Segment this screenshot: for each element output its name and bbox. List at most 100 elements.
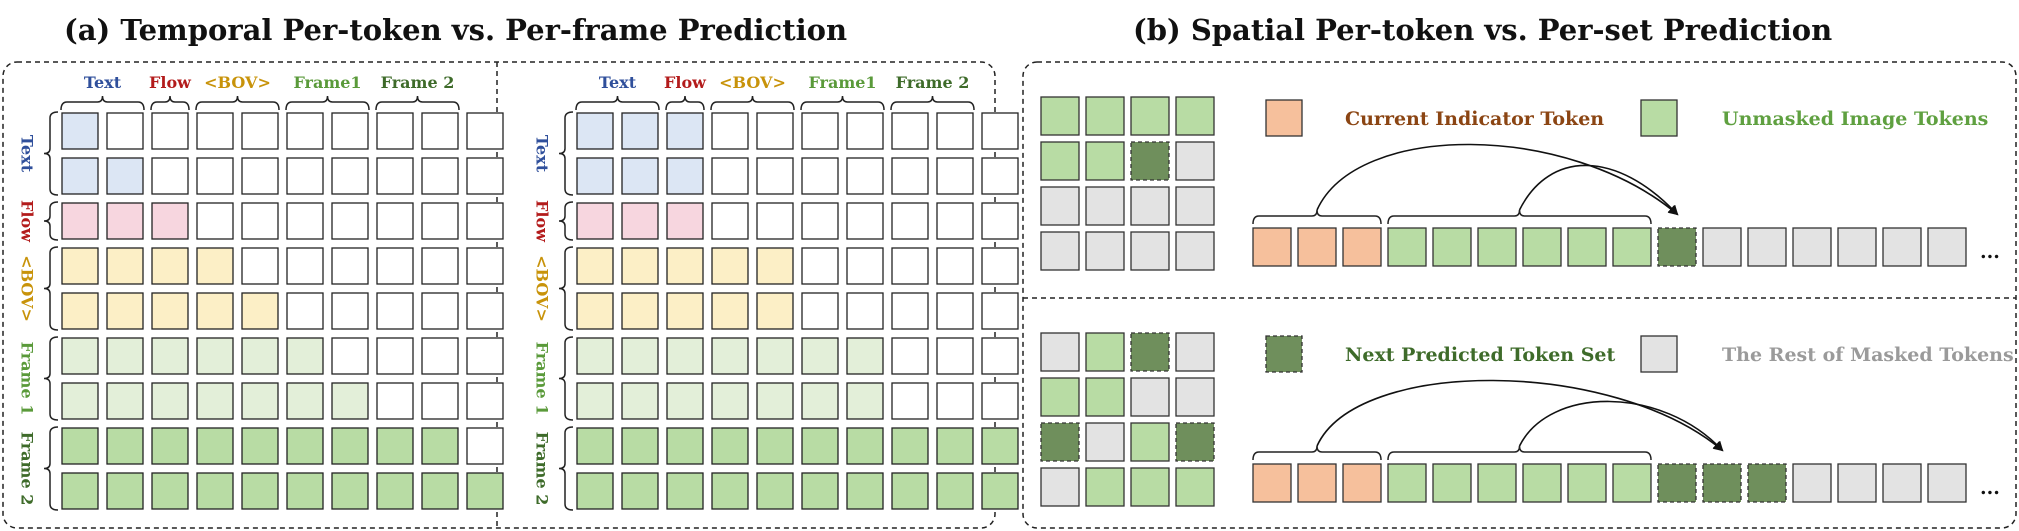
- per-frame-cell-empty: [981, 382, 1019, 420]
- per-token-cell-frame2: [286, 427, 324, 465]
- per-token-row-label: Frame 1: [18, 342, 37, 416]
- panel-b-title: (b) Spatial Per-token vs. Per-set Predic…: [1133, 13, 1832, 47]
- per-token-cell-empty: [466, 427, 504, 465]
- per-token-seq-token-indicator: [1297, 227, 1337, 267]
- per-set-legend-swatch-predicted: [1265, 335, 1303, 373]
- per-token-dependency-arrow: [1316, 143, 1679, 216]
- per-token-cell-empty: [466, 337, 504, 375]
- per-token-seq-token-masked: [1747, 227, 1787, 267]
- per-set-grid-cell-unmasked: [1175, 467, 1215, 507]
- per-frame-cell-frame1: [711, 382, 749, 420]
- per-token-grid-cell-masked: [1175, 231, 1215, 271]
- per-token-cell-empty: [286, 202, 324, 240]
- per-token-cell-empty: [241, 112, 279, 150]
- per-frame-cell-empty: [936, 157, 974, 195]
- per-token-row-brace: [43, 246, 59, 331]
- per-frame-cell-frame1: [576, 382, 614, 420]
- per-frame-cell-frame1: [711, 337, 749, 375]
- per-token-cell-frame2: [106, 472, 144, 510]
- per-frame-cell-frame2: [891, 472, 929, 510]
- per-token-seq-token-unmasked: [1522, 227, 1562, 267]
- per-frame-cell-frame2: [981, 427, 1019, 465]
- per-token-cell-empty: [376, 337, 414, 375]
- per-token-seq-token-masked: [1927, 227, 1967, 267]
- per-frame-cell-empty: [891, 337, 929, 375]
- per-frame-cell-frame2: [756, 427, 794, 465]
- per-frame-cell-empty: [936, 382, 974, 420]
- per-frame-cell-frame2: [936, 427, 974, 465]
- per-frame-cell-frame2: [576, 472, 614, 510]
- per-frame-cell-text: [666, 112, 704, 150]
- per-frame-row-label: Frame 2: [533, 432, 552, 506]
- per-token-cell-empty: [151, 157, 189, 195]
- per-token-seq-token-indicator: [1342, 227, 1382, 267]
- per-frame-cell-empty: [846, 292, 884, 330]
- per-token-row-brace: [43, 336, 59, 421]
- per-token-grid-cell-masked: [1085, 186, 1125, 226]
- per-token-seq-token-unmasked: [1432, 227, 1472, 267]
- per-set-grid-cell-unmasked: [1040, 377, 1080, 417]
- per-token-cell-frame2: [421, 472, 459, 510]
- per-frame-cell-bov: [756, 292, 794, 330]
- per-frame-cell-empty: [711, 202, 749, 240]
- per-set-seq-token-unmasked: [1567, 463, 1607, 503]
- per-token-cell-frame2: [376, 427, 414, 465]
- per-token-grid-cell-unmasked: [1085, 96, 1125, 136]
- per-frame-cell-frame2: [666, 427, 704, 465]
- per-token-cell-frame2: [196, 472, 234, 510]
- per-token-cell-frame1: [241, 337, 279, 375]
- per-frame-cell-bov: [711, 292, 749, 330]
- per-frame-col-brace: [800, 95, 885, 111]
- per-frame-cell-frame1: [756, 382, 794, 420]
- per-frame-row-label: Frame 1: [533, 342, 552, 416]
- per-token-col-label: Flow: [149, 73, 192, 92]
- per-frame-cell-frame2: [981, 472, 1019, 510]
- per-frame-cell-empty: [891, 157, 929, 195]
- per-token-seq-token-masked: [1702, 227, 1742, 267]
- per-frame-cell-frame1: [801, 382, 839, 420]
- per-token-cell-empty: [286, 247, 324, 285]
- per-frame-cell-empty: [801, 112, 839, 150]
- per-set-seq-token-unmasked: [1387, 463, 1427, 503]
- per-token-cell-empty: [376, 202, 414, 240]
- per-token-col-label: Text: [84, 73, 122, 92]
- per-set-seq-token-masked: [1837, 463, 1877, 503]
- per-frame-cell-frame1: [621, 382, 659, 420]
- per-token-cell-frame1: [61, 337, 99, 375]
- per-token-cell-empty: [421, 112, 459, 150]
- per-token-cell-flow: [61, 202, 99, 240]
- per-frame-cell-empty: [981, 112, 1019, 150]
- per-token-seq-token-masked: [1792, 227, 1832, 267]
- per-frame-col-label: Frame1: [808, 73, 876, 92]
- per-token-cell-text: [61, 112, 99, 150]
- per-frame-cell-empty: [981, 247, 1019, 285]
- per-token-grid-cell-unmasked: [1175, 96, 1215, 136]
- per-frame-cell-frame1: [846, 337, 884, 375]
- per-token-cell-frame2: [151, 472, 189, 510]
- per-token-cell-frame2: [106, 427, 144, 465]
- per-frame-cell-empty: [801, 292, 839, 330]
- per-token-cell-frame2: [466, 472, 504, 510]
- per-set-legend-label: The Rest of Masked Tokens: [1722, 344, 2014, 366]
- per-frame-cell-frame1: [756, 337, 794, 375]
- per-token-cell-empty: [241, 247, 279, 285]
- per-frame-cell-frame2: [621, 472, 659, 510]
- per-token-col-brace: [285, 95, 370, 111]
- per-token-seq-token-unmasked: [1612, 227, 1652, 267]
- per-token-cell-frame2: [151, 427, 189, 465]
- panel-a-title: (a) Temporal Per-token vs. Per-frame Pre…: [64, 13, 847, 47]
- per-set-legend-label: Next Predicted Token Set: [1345, 344, 1616, 366]
- per-set-grid-cell-masked: [1175, 332, 1215, 372]
- per-token-cell-empty: [466, 202, 504, 240]
- per-frame-cell-bov: [666, 292, 704, 330]
- per-token-cell-frame2: [331, 427, 369, 465]
- per-frame-cell-flow: [666, 202, 704, 240]
- per-token-grid-cell-masked: [1130, 186, 1170, 226]
- per-frame-cell-bov: [621, 292, 659, 330]
- per-token-cell-flow: [151, 202, 189, 240]
- per-frame-cell-empty: [891, 382, 929, 420]
- per-frame-cell-empty: [846, 157, 884, 195]
- per-token-col-brace: [150, 95, 190, 111]
